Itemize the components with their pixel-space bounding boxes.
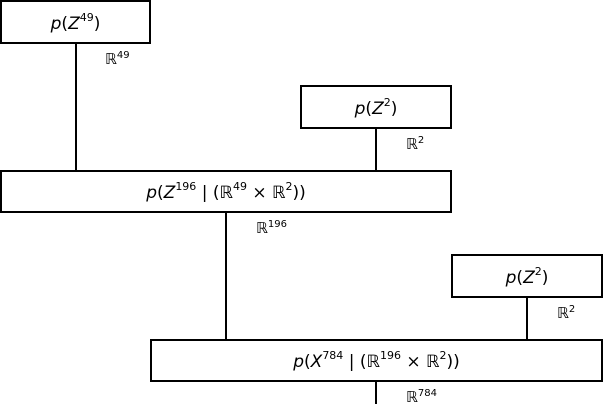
box-prior-z2-upper-label: p(Z2) (354, 96, 398, 119)
box-conditional-z196: p(Z196 | (ℝ49 × ℝ2)) (0, 170, 452, 213)
dim-label-r2-upper: ℝ2 (406, 135, 424, 153)
dim-label-r2-lower: ℝ2 (557, 304, 575, 322)
box-conditional-z196-label: p(Z196 | (ℝ49 × ℝ2)) (145, 180, 306, 203)
dim-label-r784: ℝ784 (406, 388, 437, 404)
box-prior-z2-lower-label: p(Z2) (505, 265, 549, 288)
dim-label-r49: ℝ49 (105, 50, 130, 68)
box-prior-z49: p(Z49) (0, 0, 151, 44)
box-conditional-x784: p(X784 | (ℝ196 × ℝ2)) (150, 339, 603, 382)
box-conditional-x784-label: p(X784 | (ℝ196 × ℝ2)) (292, 349, 460, 372)
box-prior-z2-upper: p(Z2) (300, 85, 452, 129)
box-prior-z2-lower: p(Z2) (451, 254, 603, 298)
box-prior-z49-label: p(Z49) (50, 11, 101, 34)
dim-label-r196: ℝ196 (256, 219, 287, 237)
